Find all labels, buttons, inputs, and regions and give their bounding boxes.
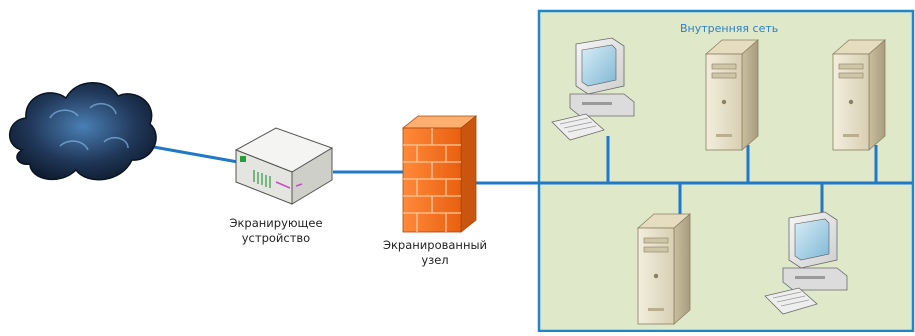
screened-host-label-line2: узел <box>421 253 449 267</box>
server-icon <box>705 39 759 151</box>
cloud-icon <box>8 82 157 181</box>
network-links <box>147 136 912 218</box>
screened-host-label: Экранированный узел <box>372 238 498 268</box>
server-icon <box>637 213 691 325</box>
link-cloud-router <box>147 144 239 164</box>
screening-device-label-line1: Экранирующее <box>229 216 323 230</box>
screening-device-label-line2: устройство <box>241 231 311 245</box>
firewall-icon <box>401 115 478 233</box>
server-icon <box>832 39 886 151</box>
internal-network-title: Внутренняя сеть <box>680 22 779 35</box>
screening-device-label: Экранирующее устройство <box>218 216 334 246</box>
screened-host-label-line1: Экранированный <box>382 238 488 252</box>
router-icon <box>234 127 334 205</box>
